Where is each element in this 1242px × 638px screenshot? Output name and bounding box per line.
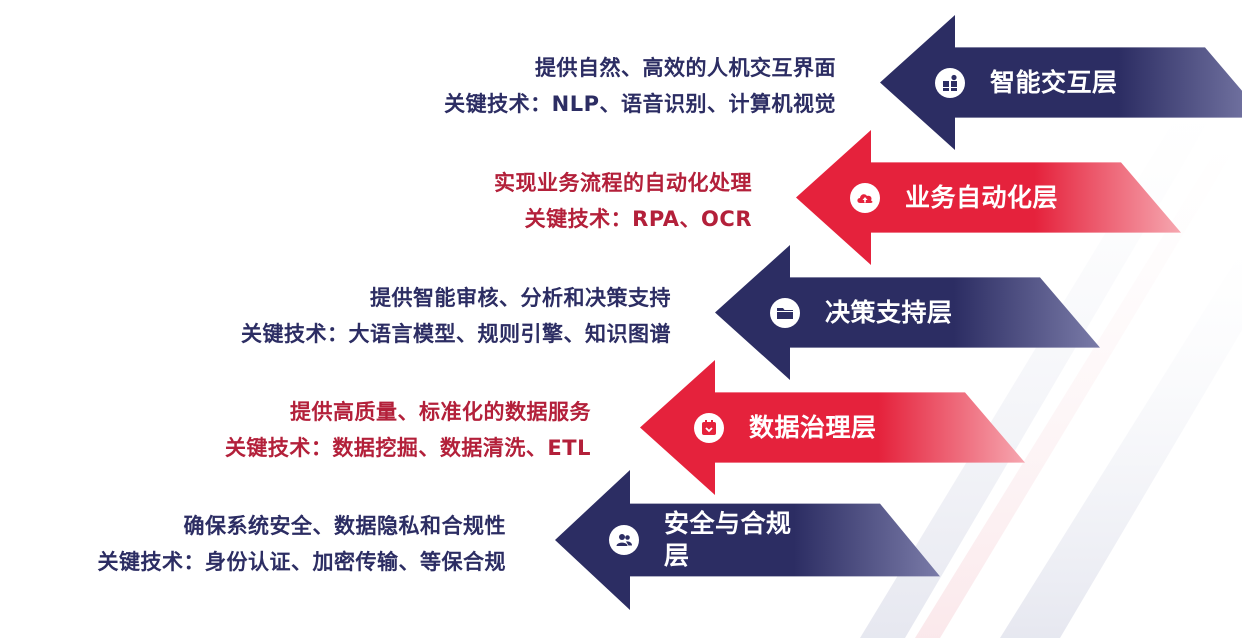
layer-title: 智能交互层 (990, 67, 1118, 97)
layer-description: 确保系统安全、数据隐私和合规性 (183, 514, 506, 538)
layer-description: 提供高质量、标准化的数据服务 (290, 400, 591, 424)
layer-title: 安全与合规层 (664, 509, 792, 570)
layer-description: 提供自然、高效的人机交互界面 (535, 56, 836, 80)
arrow-shape (555, 470, 940, 610)
users-icon (609, 525, 639, 555)
cloud-upload-icon (850, 182, 880, 213)
arrow-shape (715, 245, 1100, 380)
arrow-shape (796, 130, 1181, 265)
arrow-shape (640, 360, 1025, 495)
folder-icon (770, 297, 800, 328)
layer-key-tech: 关键技术：数据挖掘、数据清洗、ETL (224, 436, 591, 460)
grid-apps-icon (935, 67, 965, 98)
arrow-shape (880, 15, 1242, 150)
layer-description-block: 提供高质量、标准化的数据服务关键技术：数据挖掘、数据清洗、ETL (225, 394, 591, 466)
layer-description-block: 确保系统安全、数据隐私和合规性关键技术：身份认证、加密传输、等保合规 (98, 508, 507, 580)
layer-title: 数据治理层 (749, 412, 877, 442)
layer-title: 决策支持层 (825, 297, 953, 327)
calendar-icon (694, 412, 724, 443)
layer-description-block: 实现业务流程的自动化处理关键技术：RPA、OCR (494, 165, 752, 237)
layer-key-tech: 关键技术：身份认证、加密传输、等保合规 (97, 550, 506, 574)
layer-key-tech: 关键技术：RPA、OCR (524, 207, 752, 231)
layer-description-block: 提供自然、高效的人机交互界面关键技术：NLP、语音识别、计算机视觉 (444, 50, 836, 122)
layer-description-block: 提供智能审核、分析和决策支持关键技术：大语言模型、规则引擎、知识图谱 (241, 280, 671, 352)
layer-title: 业务自动化层 (905, 182, 1059, 212)
layer-description: 提供智能审核、分析和决策支持 (370, 286, 671, 310)
layer-description: 实现业务流程的自动化处理 (494, 171, 752, 195)
layer-key-tech: 关键技术：NLP、语音识别、计算机视觉 (444, 92, 836, 116)
layer-key-tech: 关键技术：大语言模型、规则引擎、知识图谱 (241, 322, 671, 346)
